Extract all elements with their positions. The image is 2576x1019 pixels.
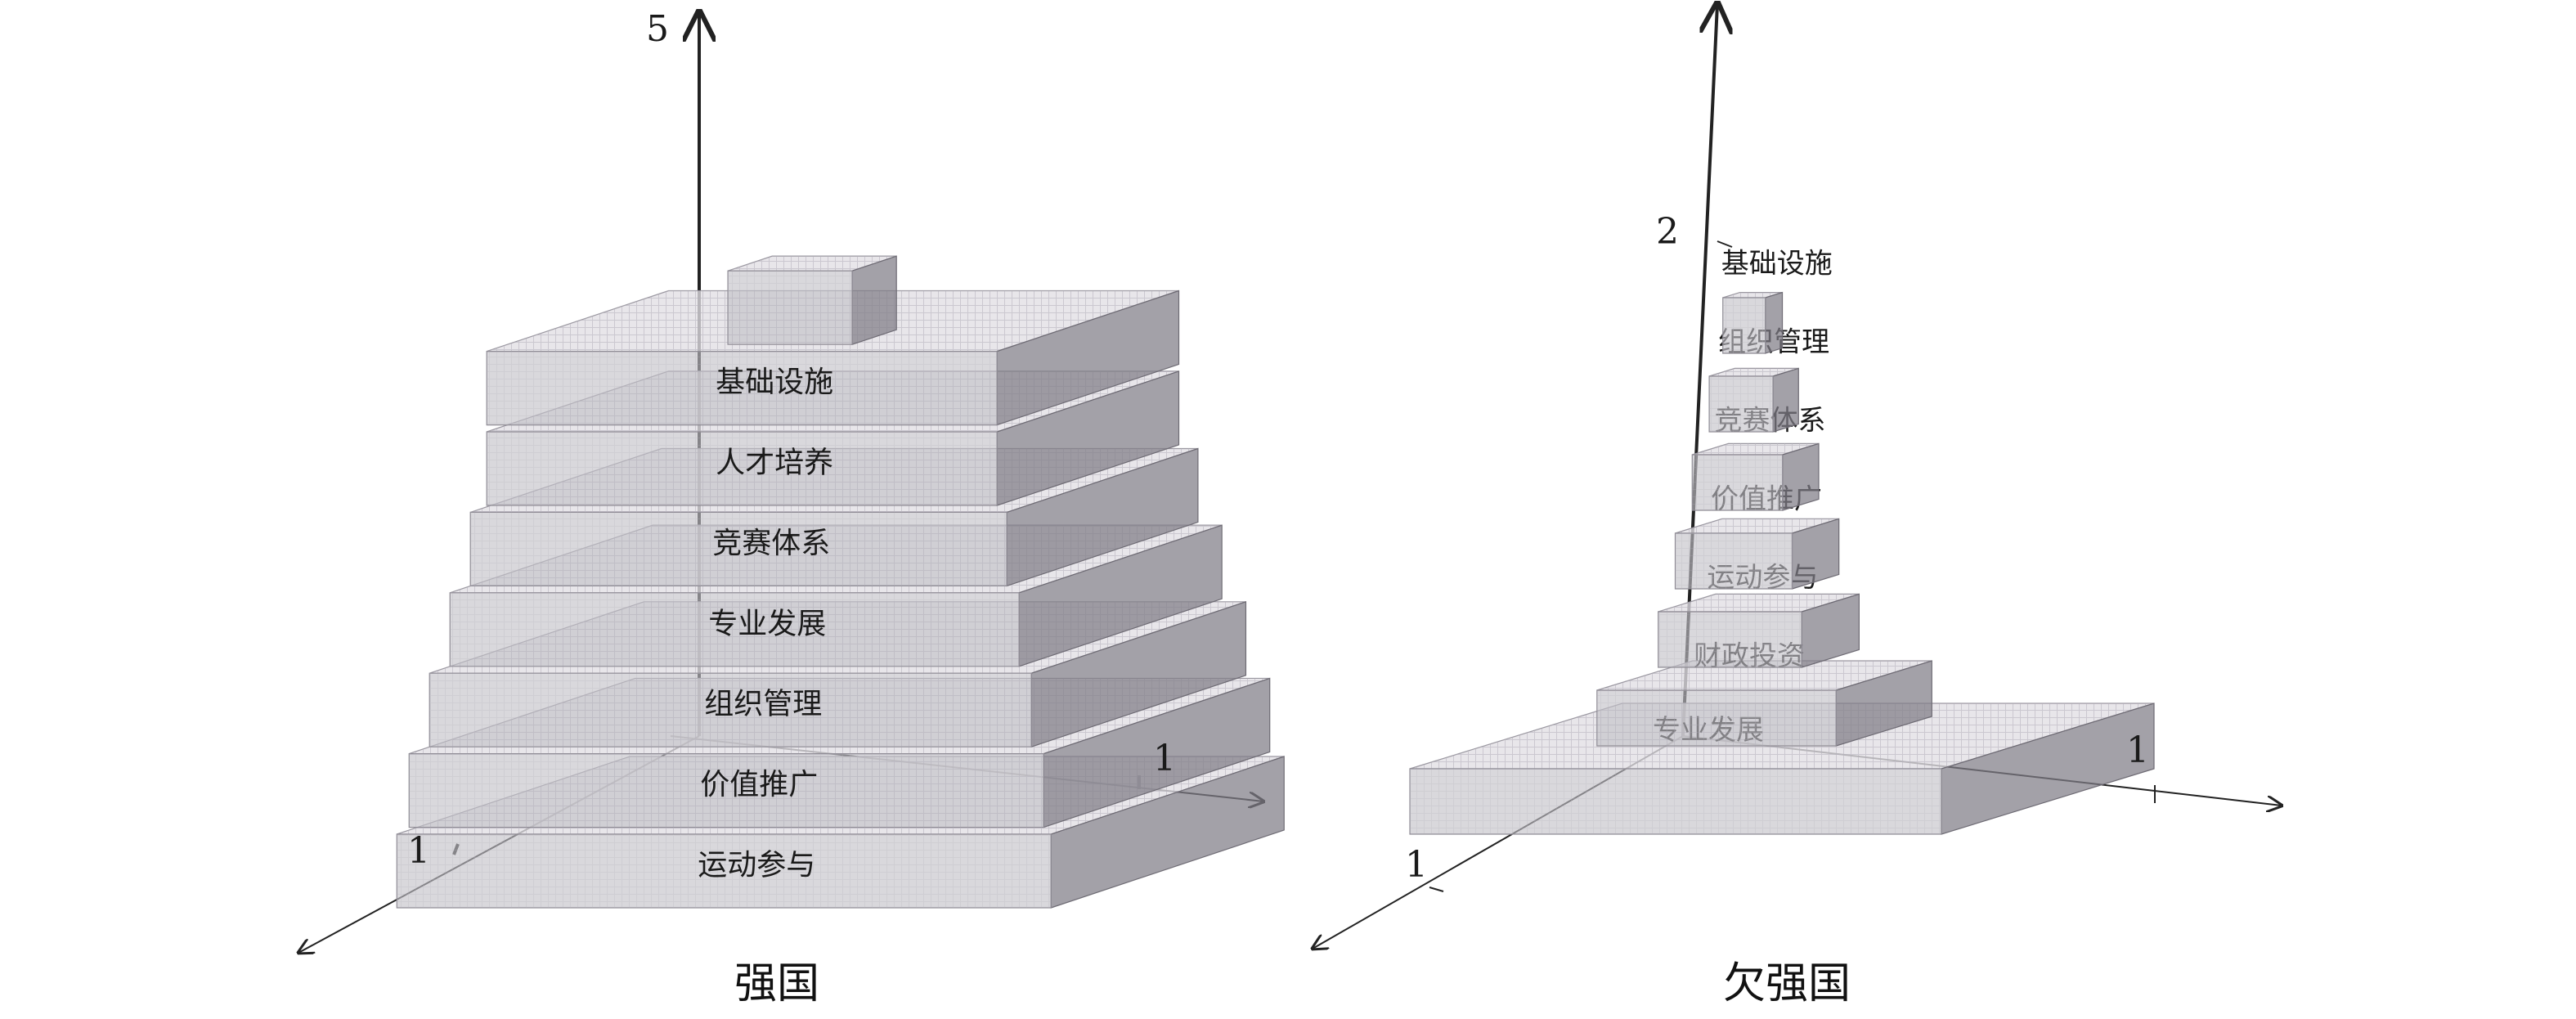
layer-box: 竞赛体系	[1691, 404, 1826, 511]
layer-label: 竞赛体系	[712, 527, 830, 560]
layer-label: 专业发展	[708, 607, 826, 640]
caption-strong: 强国	[734, 959, 820, 1008]
box-top-hatch	[1596, 661, 1932, 690]
layer-box	[727, 255, 897, 346]
box-top-hatch	[1722, 292, 1783, 298]
box-top-hatch	[1658, 594, 1860, 612]
box-front-hatch	[1410, 769, 1941, 834]
box-front-hatch	[429, 673, 1032, 747]
axis-label-right: 1	[2126, 729, 2149, 771]
tick-vertical	[1717, 240, 1733, 248]
layer-box: 基础设施	[1721, 247, 1833, 354]
axis-label-vertical: 5	[646, 8, 669, 50]
layer-label: 运动参与	[698, 849, 815, 882]
layer-stack: 专业发展财政投资运动参与价值推广竞赛体系组织管理基础设施	[1409, 247, 2155, 835]
box-front-hatch	[397, 834, 1052, 908]
box-front-hatch	[487, 432, 998, 505]
box-top-hatch	[728, 256, 897, 272]
layer-label: 组织管理	[704, 688, 822, 721]
box-top-hatch	[1709, 368, 1799, 376]
box-front-hatch	[1596, 690, 1837, 746]
layer-label: 基础设施	[716, 366, 833, 399]
box-front-hatch	[1675, 533, 1793, 589]
layer-label: 基础设施	[1721, 247, 1833, 280]
axis-label-left: 1	[407, 830, 430, 872]
axis-label-right: 1	[1153, 738, 1176, 779]
box-top-hatch	[1675, 518, 1839, 533]
box-front-hatch	[409, 753, 1044, 828]
box-front-hatch	[470, 512, 1008, 586]
axis-label-vertical: 2	[1656, 211, 1679, 253]
box-side-face	[1765, 291, 1784, 354]
axis-label-left: 1	[1405, 844, 1428, 886]
layer-box: 组织管理	[1708, 325, 1829, 433]
box-front-hatch	[487, 351, 998, 425]
layer-label: 价值推广	[700, 768, 818, 801]
box-side-face	[1782, 442, 1820, 511]
layer-box: 运动参与	[1658, 561, 1860, 668]
box-front-hatch	[1722, 298, 1766, 353]
box-side-face	[851, 255, 897, 346]
box-top-hatch	[1692, 443, 1819, 455]
box-side-face	[1772, 367, 1799, 433]
box-front-hatch	[1692, 455, 1783, 510]
tick-left	[1429, 887, 1444, 892]
strong-country-diagram: 运动参与 价值推广 组织管理 专业发展 竞赛体系 人才培养 基础设施 5 1 1	[298, 8, 1285, 953]
weak-country-diagram: 专业发展财政投资运动参与价值推广竞赛体系组织管理基础设施 2 1 1	[1313, 4, 2282, 949]
layer-stack: 运动参与 价值推广 组织管理 专业发展 竞赛体系 人才培养 基础设施	[396, 255, 1285, 909]
layer-label: 人才培养	[716, 447, 833, 480]
caption-weak: 欠强国	[1722, 959, 1851, 1008]
box-front-hatch	[450, 592, 1020, 667]
box-front-hatch	[728, 271, 853, 345]
box-front-hatch	[1658, 612, 1802, 667]
box-front-hatch	[1709, 376, 1774, 432]
